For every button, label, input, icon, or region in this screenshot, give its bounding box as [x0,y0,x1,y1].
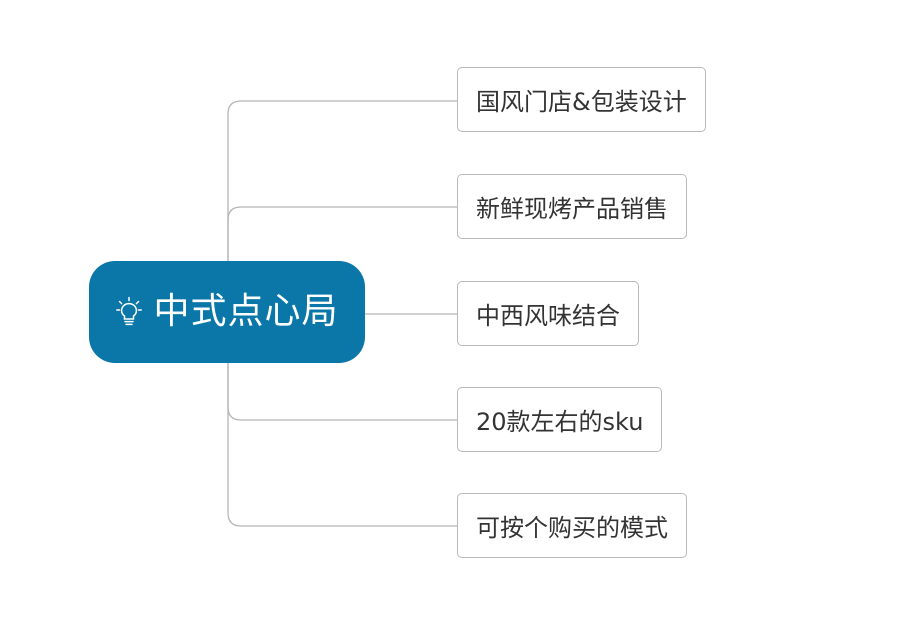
branch-topic-label: 中西风味结合 [476,302,620,330]
connector-branch-2 [227,206,457,261]
branch-topic-label: 新鲜现烤产品销售 [476,195,668,223]
root-topic-label: 中式点心局 [153,291,339,332]
branch-topic-label: 国风门店&包装设计 [476,88,687,116]
connector-branch-4 [227,363,457,421]
lightbulb-icon [115,295,143,329]
branch-topic-3[interactable]: 中西风味结合 [457,281,639,346]
branch-topic-1[interactable]: 国风门店&包装设计 [457,67,706,132]
branch-topic-5[interactable]: 可按个购买的模式 [457,493,687,558]
branch-topic-label: 可按个购买的模式 [476,514,668,542]
branch-topic-2[interactable]: 新鲜现烤产品销售 [457,174,687,239]
root-topic[interactable]: 中式点心局 [89,261,365,363]
branch-topic-4[interactable]: 20款左右的sku [457,387,663,452]
branch-topic-label: 20款左右的sku [476,408,644,436]
connector-branch-5 [227,363,457,527]
connector-branch-1 [227,100,457,261]
